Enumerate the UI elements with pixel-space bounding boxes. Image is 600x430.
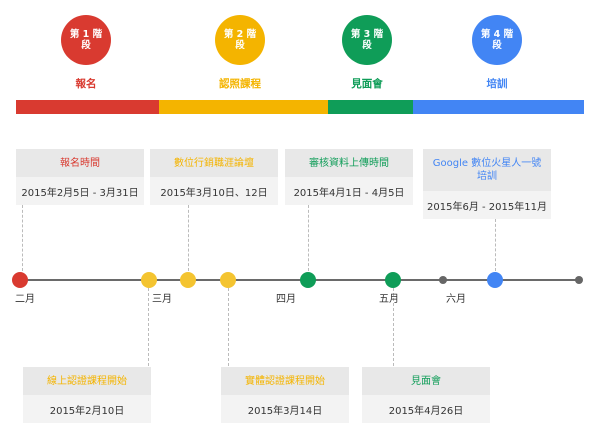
card-upload-period: 審核資料上傳時間 2015年4月1日 - 4月5日 [285, 149, 413, 205]
milestone-dot-green [300, 272, 316, 288]
card-date: 2015年6月 - 2015年11月 [423, 191, 551, 219]
card-title: 報名時間 [16, 149, 144, 177]
tick-dot-gray [439, 276, 447, 284]
month-label: 三月 [152, 294, 172, 305]
card-date: 2015年2月10日 [23, 395, 151, 423]
stage-3-label: 見面會 [351, 78, 383, 90]
card-title: 審核資料上傳時間 [285, 149, 413, 177]
tick-dot-gray [575, 276, 583, 284]
card-training-period: Google 數位火星人一號培訓 2015年6月 - 2015年11月 [423, 149, 551, 219]
card-meetup: 見面會 2015年4月26日 [362, 367, 490, 423]
connector-line [495, 219, 496, 271]
card-date: 2015年3月10日、12日 [150, 177, 278, 205]
month-label: 二月 [15, 294, 35, 305]
stage-2-circle: 第 2 階段 [215, 15, 265, 65]
card-date: 2015年3月14日 [221, 395, 349, 423]
progress-bar-meetup [328, 100, 413, 114]
milestone-dot-red [12, 272, 28, 288]
card-title: 見面會 [362, 367, 490, 395]
month-label: 六月 [446, 294, 466, 305]
progress-bar-registration [16, 100, 159, 114]
milestone-dot-yellow [141, 272, 157, 288]
connector-line [188, 205, 189, 271]
milestone-dot-yellow [180, 272, 196, 288]
connector-line [148, 288, 149, 366]
connector-line [308, 205, 309, 271]
stage-4-label: 培訓 [486, 78, 508, 90]
card-online-course: 線上認證課程開始 2015年2月10日 [23, 367, 151, 423]
card-registration-period: 報名時間 2015年2月5日 - 3月31日 [16, 149, 144, 205]
timeline-axis [19, 279, 579, 281]
stage-4-circle: 第 4 階段 [472, 15, 522, 65]
milestone-dot-green [385, 272, 401, 288]
card-physical-course: 實體認證課程開始 2015年3月14日 [221, 367, 349, 423]
stage-1-label: 報名 [75, 78, 97, 90]
progress-bar-courses [159, 100, 328, 114]
stage-1-circle: 第 1 階段 [61, 15, 111, 65]
card-date: 2015年4月1日 - 4月5日 [285, 177, 413, 205]
connector-line [393, 288, 394, 366]
milestone-dot-yellow [220, 272, 236, 288]
card-title: 數位行銷職涯論壇 [150, 149, 278, 177]
progress-bar-training [413, 100, 584, 114]
connector-line [228, 288, 229, 366]
card-title: 線上認證課程開始 [23, 367, 151, 395]
card-date: 2015年2月5日 - 3月31日 [16, 177, 144, 205]
month-label: 四月 [276, 294, 296, 305]
milestone-dot-blue [487, 272, 503, 288]
card-title: Google 數位火星人一號培訓 [423, 149, 551, 191]
card-date: 2015年4月26日 [362, 395, 490, 423]
stage-2-label: 認照課程 [219, 78, 261, 90]
month-label: 五月 [379, 294, 399, 305]
card-career-forum: 數位行銷職涯論壇 2015年3月10日、12日 [150, 149, 278, 205]
card-title: 實體認證課程開始 [221, 367, 349, 395]
connector-line [22, 205, 23, 271]
stage-3-circle: 第 3 階段 [342, 15, 392, 65]
